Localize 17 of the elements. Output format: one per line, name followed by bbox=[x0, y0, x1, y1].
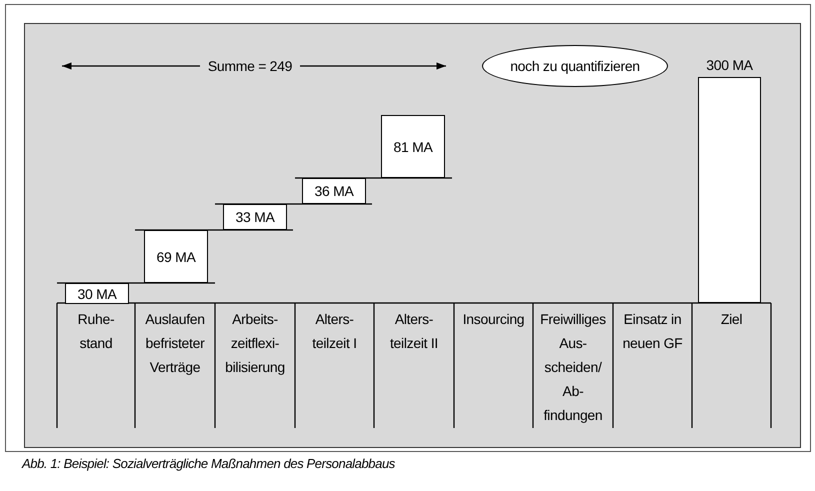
column-label: Alters- teilzeit I bbox=[311, 310, 358, 353]
column-label: Einsatz in neuen GF bbox=[622, 310, 684, 353]
sum-label: Summe = 249 bbox=[206, 57, 294, 76]
caption: Abb. 1: Beispiel: Sozialverträgliche Maßnahmen des Personalabbaus bbox=[22, 456, 395, 471]
column-label: Freiwilliges Aus- scheiden/ Ab- findungen bbox=[539, 310, 607, 425]
value-bar: 36 MA bbox=[302, 178, 366, 204]
column-label: Alters- teilzeit II bbox=[388, 310, 440, 353]
value-bar: 69 MA bbox=[144, 230, 208, 283]
column-label: Ruhe- stand bbox=[76, 310, 116, 353]
column-label: Arbeits- zeitflexi- bilisierung bbox=[224, 310, 286, 377]
column-label: Ziel bbox=[720, 310, 744, 329]
value-bar: 81 MA bbox=[381, 115, 445, 178]
bar-value: 300 MA bbox=[705, 56, 754, 75]
value-bar: 30 MA bbox=[65, 283, 129, 304]
value-bar: 33 MA bbox=[223, 204, 287, 230]
column-label: Auslaufen befristeter Verträge bbox=[144, 310, 206, 377]
column-label: Insourcing bbox=[462, 310, 526, 329]
